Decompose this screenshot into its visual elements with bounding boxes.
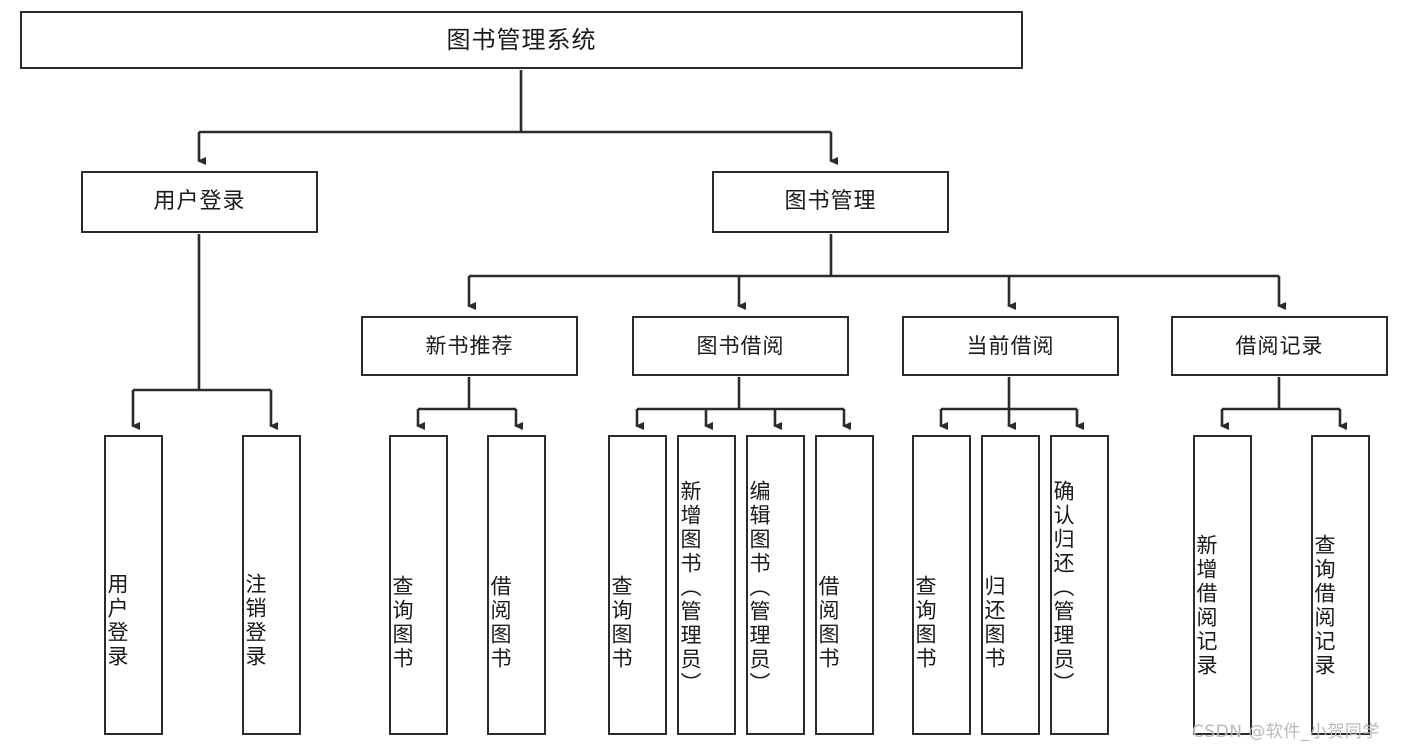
node-user-login[interactable]: 用户登录	[81, 171, 318, 233]
leaf-borrow-record-query-record[interactable]: 查询借阅记录	[1311, 435, 1370, 735]
node-label: 借阅记录	[1235, 333, 1324, 358]
leaf-current-borrow-return-book[interactable]: 归还图书	[981, 435, 1040, 735]
leaf-user-login-login[interactable]: 用户登录	[104, 435, 163, 735]
leaf-current-borrow-confirm-return-admin[interactable]: 确认归还（管理员）	[1050, 435, 1109, 735]
node-book-borrow[interactable]: 图书借阅	[632, 316, 849, 376]
leaf-new-book-query-book[interactable]: 查询图书	[389, 435, 448, 735]
node-book-management[interactable]: 图书管理	[712, 171, 949, 233]
node-label: 图书管理	[784, 189, 877, 214]
leaf-book-borrow-query-book[interactable]: 查询图书	[608, 435, 667, 735]
node-label: 用户登录	[105, 573, 129, 669]
leaf-user-login-logout[interactable]: 注销登录	[242, 435, 301, 735]
node-label: 编辑图书（管理员）	[747, 480, 771, 696]
node-label: 查询借阅记录	[1312, 534, 1336, 678]
node-label: 用户登录	[153, 189, 246, 214]
node-new-book-recommend[interactable]: 新书推荐	[361, 316, 578, 376]
node-label: 查询图书	[609, 575, 633, 671]
leaf-book-borrow-borrow-book[interactable]: 借阅图书	[815, 435, 874, 735]
node-current-borrow[interactable]: 当前借阅	[902, 316, 1119, 376]
leaf-new-book-borrow-book[interactable]: 借阅图书	[487, 435, 546, 735]
node-label: 借阅图书	[488, 575, 512, 671]
node-label: 归还图书	[982, 575, 1006, 671]
node-label: 确认归还（管理员）	[1051, 480, 1075, 696]
node-root-book-management-system[interactable]: 图书管理系统	[20, 11, 1023, 69]
node-label: 借阅图书	[816, 575, 840, 671]
node-label: 新增图书（管理员）	[678, 480, 702, 696]
leaf-book-borrow-edit-book-admin[interactable]: 编辑图书（管理员）	[746, 435, 805, 735]
node-label: 查询图书	[913, 575, 937, 671]
node-label: 图书管理系统	[446, 26, 597, 54]
node-label: 注销登录	[243, 573, 267, 669]
node-label: 图书借阅	[696, 333, 785, 358]
watermark-csdn: CSDN @软件_小贺同学	[1192, 722, 1380, 742]
node-label: 当前借阅	[966, 333, 1055, 358]
node-label: 查询图书	[390, 575, 414, 671]
leaf-borrow-record-add-record[interactable]: 新增借阅记录	[1193, 435, 1252, 735]
node-label: 新增借阅记录	[1194, 534, 1218, 678]
node-borrow-record[interactable]: 借阅记录	[1171, 316, 1388, 376]
leaf-book-borrow-add-book-admin[interactable]: 新增图书（管理员）	[677, 435, 736, 735]
leaf-current-borrow-query-book[interactable]: 查询图书	[912, 435, 971, 735]
node-label: 新书推荐	[425, 333, 514, 358]
